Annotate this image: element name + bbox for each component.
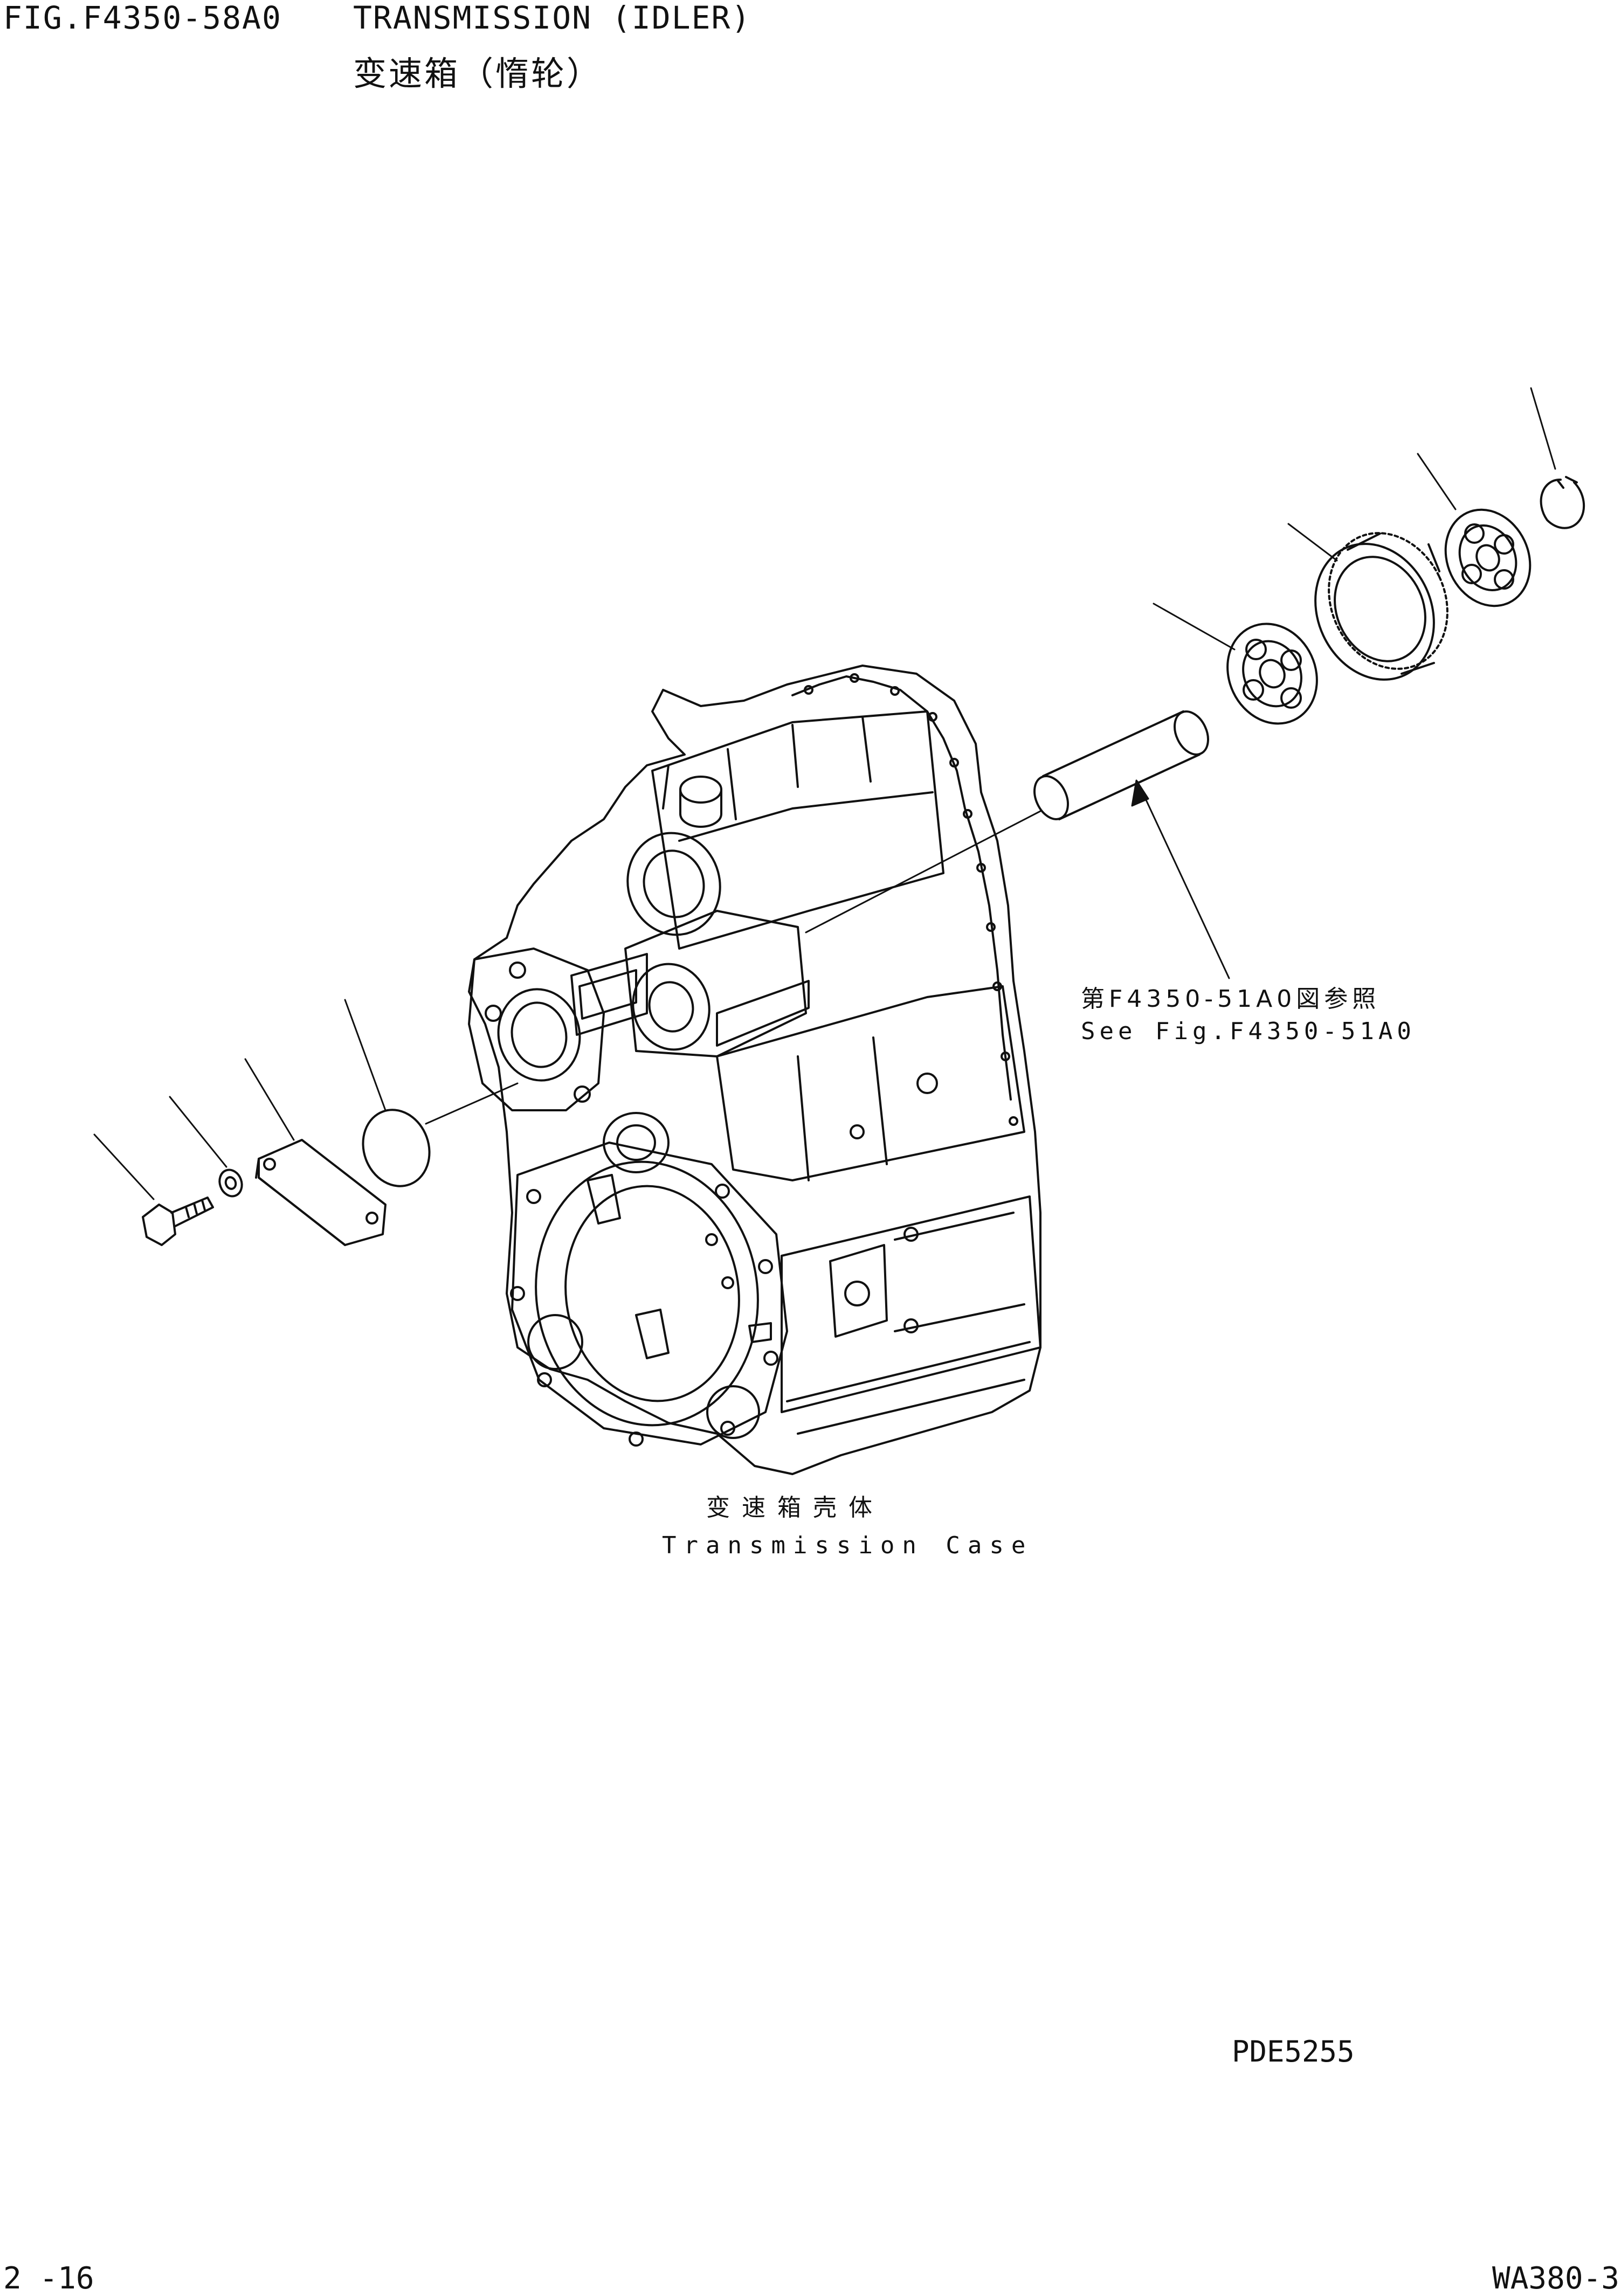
idler-assembly: [806, 477, 1584, 932]
top-boss: [680, 777, 721, 803]
leader-see-fig: [1137, 782, 1229, 978]
torque-converter-housing: [511, 1143, 787, 1446]
idler-axis-line: [806, 811, 1040, 932]
cover-assembly: [143, 1083, 518, 1245]
leader-bolt: [94, 1135, 154, 1199]
figure-title-chinese: 变速箱（惰轮）: [353, 54, 603, 93]
model-number: WA380-3: [1492, 2261, 1620, 2296]
figure-title: TRANSMISSION (IDLER): [353, 0, 751, 36]
see-figure-note: See Fig.F4350-51A0: [1081, 1018, 1416, 1045]
mid-body-panel: [717, 986, 1024, 1180]
lower-port-left: [528, 1315, 582, 1369]
leader-o-ring: [345, 1000, 385, 1110]
leader-cover-plate: [245, 1059, 294, 1140]
leader-washer: [170, 1097, 226, 1167]
upper-boss: [616, 822, 731, 945]
cover-mount-flange: [469, 949, 604, 1110]
bearing-outer: [1430, 496, 1546, 620]
leader-bearing-inner: [1154, 604, 1234, 649]
bearing-inner: [1211, 609, 1333, 738]
idler-bore-housing: [625, 911, 806, 1056]
idler-gear: [1294, 514, 1469, 699]
lower-port-bottom: [707, 1386, 759, 1438]
o-ring: [353, 1101, 440, 1195]
figure-id: FIG.F4350-58A0: [3, 0, 282, 36]
leader-lines: [94, 388, 1555, 1199]
bolt: [143, 1198, 213, 1245]
see-figure-note-chinese: 第F4350-51A0図参照: [1081, 985, 1381, 1013]
snap-ring: [1541, 477, 1584, 528]
case-label-chinese: 变速箱壳体: [706, 1494, 884, 1522]
upper-housing: [652, 711, 943, 949]
page-number: 2 -16: [3, 2261, 94, 2296]
case-label: Transmission Case: [662, 1532, 1033, 1559]
washer: [216, 1167, 246, 1200]
arrowhead: [1132, 780, 1148, 806]
drawing-code: PDE5255: [1232, 2035, 1355, 2069]
leader-snap-ring: [1531, 388, 1555, 469]
cover-axis-line: [426, 1083, 518, 1124]
transmission-case: [469, 666, 1040, 1474]
leader-bearing-outer: [1418, 454, 1456, 509]
case-flange-edge: [792, 676, 1011, 1099]
lower-body-panel: [782, 1197, 1040, 1412]
case-outline: [469, 666, 1040, 1474]
flange-bolt-holes: [805, 674, 1017, 1125]
leader-idler-gear: [1288, 524, 1337, 561]
idler-shaft: [1028, 706, 1215, 825]
